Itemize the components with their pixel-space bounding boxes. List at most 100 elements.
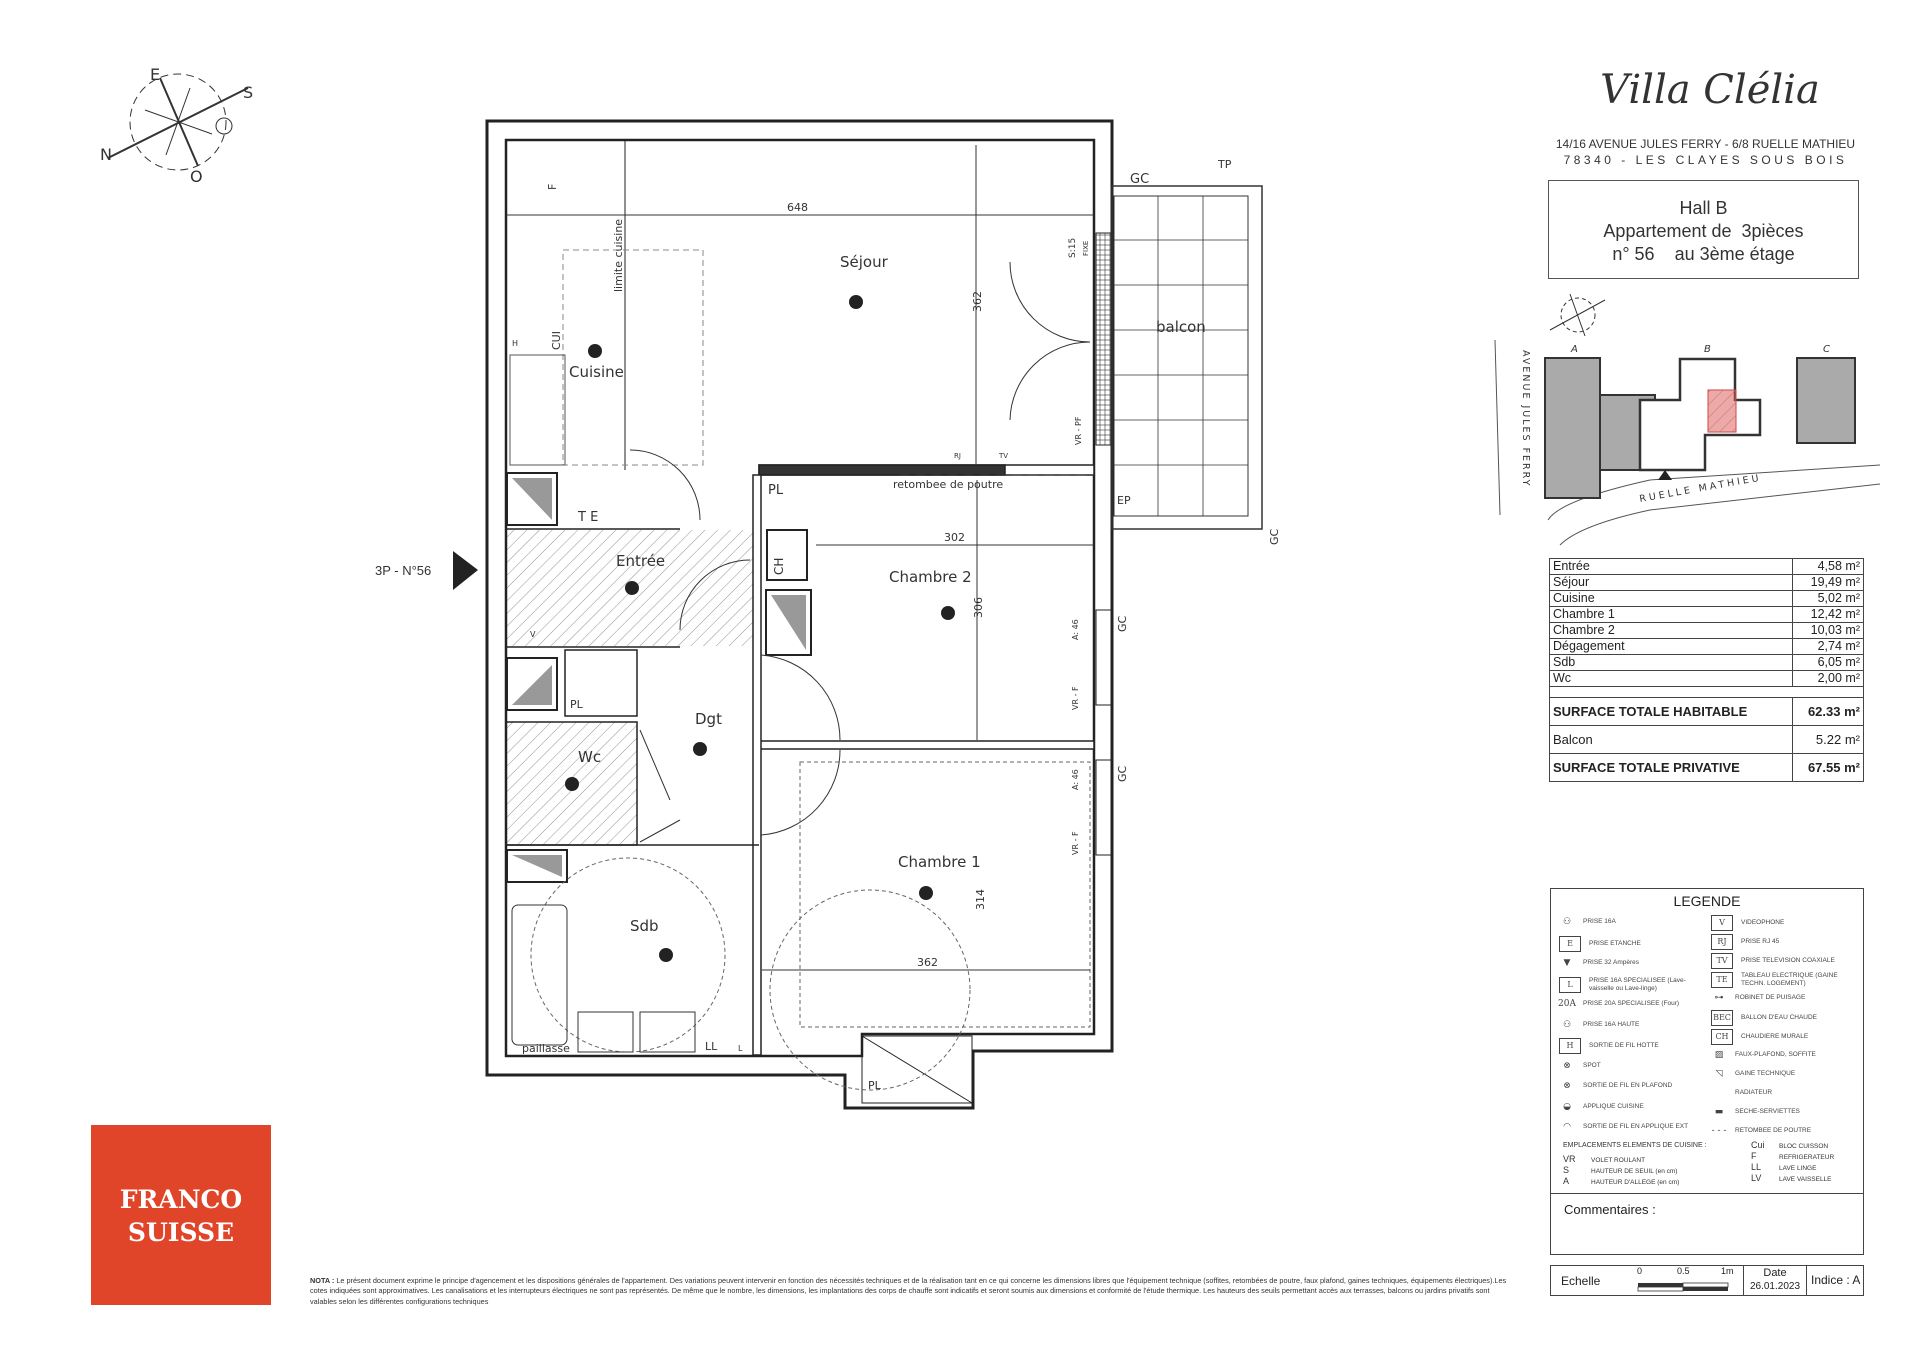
kitchen-island-outline: [562, 249, 704, 466]
gc-label-4: GC: [1116, 765, 1129, 782]
kitchen-code-label: LAVE VAISSELLE: [1779, 1176, 1832, 1183]
legend-label: SPOT: [1583, 1061, 1601, 1069]
false-ceiling-icon: ▨: [1714, 1050, 1724, 1060]
nota-label: NOTA :: [310, 1276, 335, 1285]
dim-sejour-width: 648: [787, 201, 808, 214]
room-label-sdb: Sdb: [630, 917, 659, 935]
scale-tick-1m: 1m: [1721, 1266, 1734, 1276]
window-chambre2: [1095, 609, 1112, 706]
kitchen-code-label: LAVE LINGE: [1779, 1165, 1817, 1172]
surface-label: Cuisine: [1549, 590, 1793, 607]
kitchen-code: LL: [1751, 1162, 1762, 1172]
kitchen-code-label: HAUTEUR DE SEUIL (en cm): [1591, 1168, 1678, 1175]
surface-value: 67.55 m²: [1791, 753, 1865, 782]
apartment-tag: 3P - N°56: [375, 563, 432, 578]
legend-label: SORTIE DE FIL EN APPLIQUE EXT: [1583, 1123, 1689, 1130]
pl-label-1: PL: [768, 483, 784, 498]
rj-label: RJ: [954, 452, 961, 460]
compass-e: E: [150, 65, 160, 84]
legend-item: L PRISE 16A SPECIALISEE (Lave-vaisselle o…: [1559, 976, 1704, 993]
site-building-a: A: [1570, 344, 1578, 355]
date-label: Date: [1763, 1267, 1787, 1279]
tv-label: TV: [998, 452, 1008, 460]
compass-rose-icon: N E S O: [100, 65, 253, 186]
a46-label-2: A: 46: [1071, 769, 1080, 790]
project-logo-villa-clelia: Villa Clélia: [1600, 67, 1820, 113]
ch-label: CH: [772, 558, 786, 575]
street-ruelle-mathieu: RUELLE MATHIEU: [1639, 473, 1763, 505]
nota-text: NOTA : Le présent document exprime le pr…: [310, 1276, 1510, 1307]
outlet-icon: ⚇: [1562, 917, 1572, 927]
dim-ch1-width: 362: [917, 956, 938, 969]
ep-label: EP: [1117, 494, 1131, 507]
turning-circles: [530, 761, 1091, 1091]
legend-label: RADIATEUR: [1735, 1089, 1773, 1096]
apartment-type: Appartement de 3pièces: [1603, 221, 1804, 241]
site-compass-icon: [1549, 293, 1606, 337]
plan-annotations: limite cuisine retombee de poutre GC TP …: [512, 158, 1281, 1092]
dedicated-outlet-icon: L: [1559, 976, 1581, 993]
bathtub: [511, 904, 568, 1046]
kitchen-code: F: [1751, 1151, 1757, 1161]
paillasse-label: paillasse: [522, 1042, 570, 1055]
tap-icon: ⊶: [1714, 993, 1724, 1003]
street-jules-ferry: AVENUE JULES FERRY: [1520, 350, 1531, 487]
comments-box: Commentaires :: [1550, 1193, 1864, 1256]
legend-item: ▼PRISE 32 Ampères: [1559, 956, 1639, 970]
legend-item: - - -RETOMBEE DE POUTRE: [1711, 1124, 1812, 1138]
washbasin-2: [639, 1011, 696, 1053]
surface-value: 5.22 m²: [1791, 725, 1865, 754]
room-labels: Séjour Cuisine balcon Entrée Chambre 2 D…: [569, 253, 1206, 935]
compass-o: O: [190, 167, 203, 186]
a46-label-1: A: 46: [1071, 619, 1080, 640]
scale-bar: [1637, 1282, 1729, 1292]
legend-label: SORTIE DE FIL HOTTE: [1589, 1042, 1659, 1049]
compass-n: N: [100, 145, 112, 164]
room-label-cuisine: Cuisine: [569, 363, 624, 381]
cui-label: CUI: [550, 331, 563, 350]
retombee-label: retombee de poutre: [893, 478, 1003, 491]
dim-sejour-height: 362: [971, 291, 984, 312]
exterior-wall-light-icon: ◠: [1563, 1122, 1571, 1132]
kitchen-code: Cui: [1751, 1140, 1765, 1150]
limite-cuisine-label: limite cuisine: [612, 219, 625, 292]
f-label: F: [546, 184, 559, 190]
room-label-chambre2: Chambre 2: [889, 568, 972, 586]
legend-item: ⚇PRISE 16A HAUTE: [1559, 1018, 1639, 1032]
dimension-labels: 648 362 302 306 362 314: [787, 201, 987, 969]
boiler-icon: CH: [1711, 1029, 1733, 1045]
hall-label: Hall B: [1679, 198, 1728, 218]
legend-label: GAINE TECHNIQUE: [1735, 1070, 1796, 1077]
project-address-line1: 14/16 AVENUE JULES FERRY - 6/8 RUELLE MA…: [1555, 137, 1856, 151]
legend-item: ◹GAINE TECHNIQUE: [1711, 1067, 1796, 1081]
gc-label-2: GC: [1268, 528, 1281, 545]
legend-item: ⚇PRISE 16A: [1559, 915, 1616, 929]
kitchen-wall-light-icon: ◒: [1563, 1101, 1571, 1112]
dim-ch2-width: 302: [944, 531, 965, 544]
legend-label: PRISE ETANCHE: [1589, 939, 1641, 947]
beam-icon: - - -: [1711, 1126, 1727, 1136]
room-label-entree: Entrée: [616, 552, 665, 570]
legend-label: PRISE 16A SPECIALISEE (Lave-vaisselle ou…: [1589, 976, 1686, 992]
kitchen-code: S: [1563, 1165, 1570, 1175]
kitchen-elements-title: EMPLACEMENTS ELEMENTS DE CUISINE :: [1563, 1142, 1707, 1149]
dim-ch1-height: 314: [974, 889, 987, 910]
